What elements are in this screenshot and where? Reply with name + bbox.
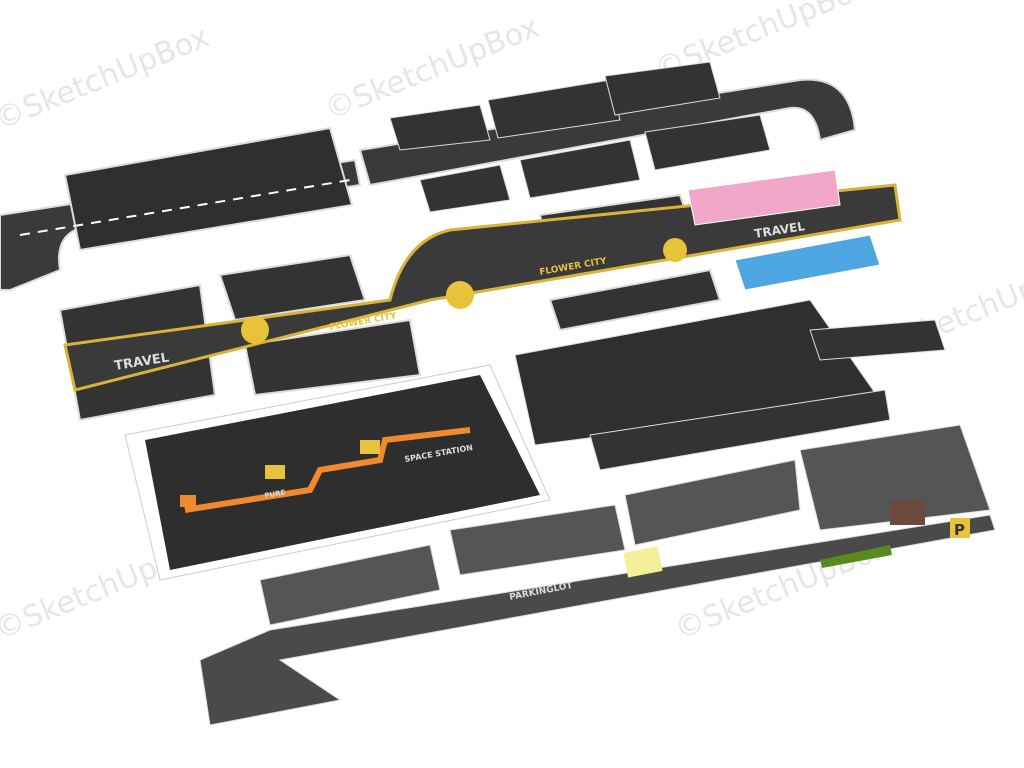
blue-stalls [734, 234, 881, 291]
oval-stall-lot [514, 299, 946, 471]
flower-decal [663, 238, 687, 262]
flower-city-lot: TRAVEL TRAVEL FLOWER CITY FLOWER CITY [58, 169, 902, 422]
pure-label: PURE [264, 488, 286, 500]
watermark: ©SketchUpBox [0, 20, 214, 138]
pink-stalls [687, 169, 841, 226]
flower-decal [446, 281, 474, 309]
p-sign-label: P [954, 521, 965, 539]
green-sign [820, 545, 892, 568]
p-sign [950, 518, 970, 538]
bottom-parking-lot: PARKINGLOT P [199, 424, 996, 726]
space-station-lot: SPACE STATION PURE [124, 364, 551, 581]
top-road-lot [0, 61, 857, 291]
flower-decal [241, 316, 269, 344]
